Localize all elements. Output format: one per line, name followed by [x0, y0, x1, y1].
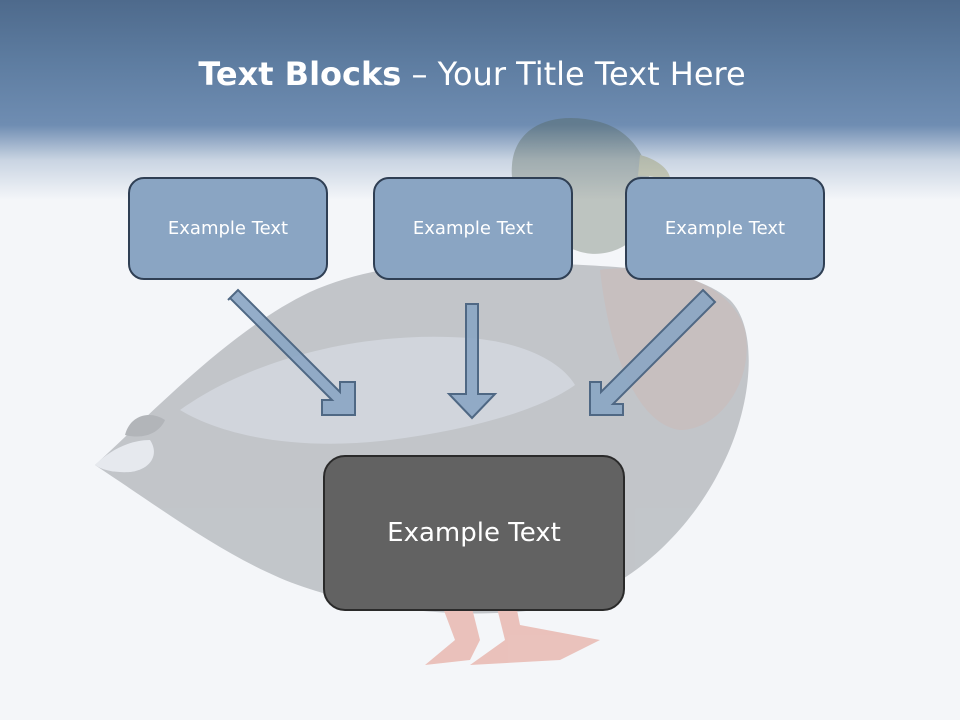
text-block-right[interactable]: Example Text [625, 177, 825, 280]
slide-title: Text Blocks – Your Title Text Here [0, 52, 944, 96]
text-block-center-label: Example Text [387, 518, 561, 548]
text-block-left-label: Example Text [167, 218, 289, 239]
text-block-center[interactable]: Example Text [323, 455, 625, 611]
title-rest: Your Title Text Here [437, 55, 746, 93]
text-block-left[interactable]: Example Text [128, 177, 328, 280]
arrow-left-icon [227, 288, 356, 416]
arrow-right-icon [589, 288, 717, 416]
title-bold: Text Blocks [198, 55, 402, 93]
text-block-right-label: Example Text [664, 218, 786, 239]
text-block-middle[interactable]: Example Text [373, 177, 573, 280]
text-block-middle-label: Example Text [412, 218, 534, 239]
arrow-middle-icon [446, 303, 498, 420]
title-dash: – [401, 55, 438, 93]
header-band [0, 0, 960, 200]
